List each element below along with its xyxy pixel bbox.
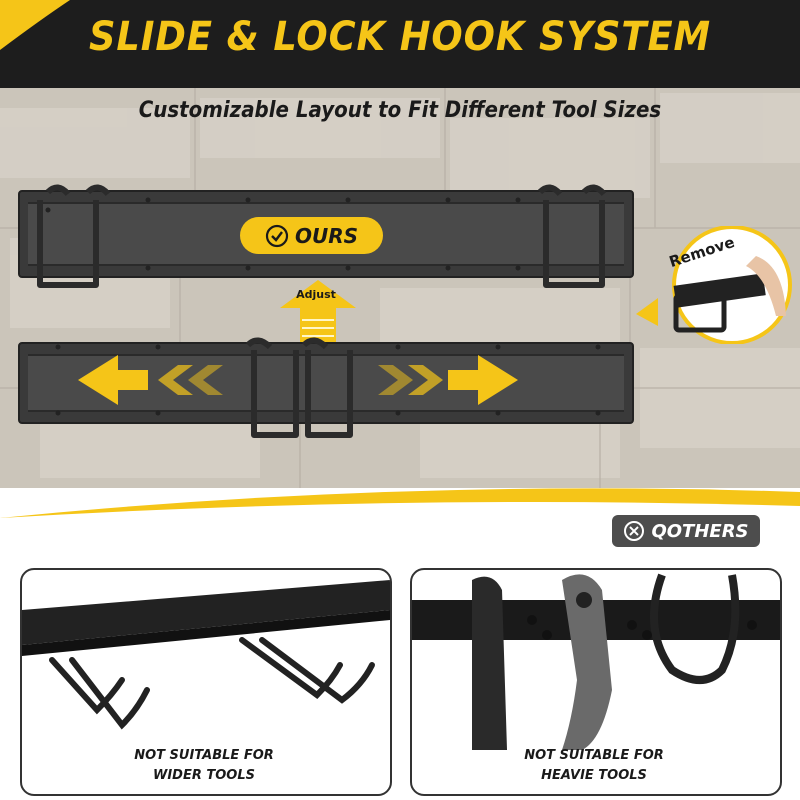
- bottom-rail-arrows: [55, 337, 601, 438]
- top-rail-hooks: [37, 184, 607, 288]
- others-badge: QOTHERS: [612, 515, 760, 547]
- caption-heavie-tools: NOT SUITABLE FOR HEAVIE TOOLS: [410, 746, 778, 786]
- comparison-panel-heavie-tools: [410, 568, 782, 796]
- yellow-swoosh-decoration: [0, 0, 70, 50]
- page-title: SLIDE & LOCK HOOK SYSTEM: [88, 14, 712, 60]
- comparison-panel-wider-tools: [20, 568, 392, 796]
- arrow-right-icon: [448, 355, 518, 405]
- adjust-up-arrow: [280, 280, 356, 342]
- caption-wider-tools: NOT SUITABLE FOR WIDER TOOLS: [20, 746, 388, 786]
- caption-line: HEAVIE TOOLS: [541, 768, 647, 783]
- subtitle: Customizable Layout to Fit Different Too…: [138, 98, 662, 123]
- tools-on-rail-illustration: [412, 573, 780, 750]
- ours-badge: OURS: [240, 217, 383, 254]
- arrow-left-icon: [78, 355, 148, 405]
- top-rail: [18, 190, 634, 278]
- x-circle-icon: [624, 521, 645, 541]
- header-bar: SLIDE & LOCK HOOK SYSTEM: [0, 0, 800, 88]
- caption-line: WIDER TOOLS: [152, 768, 255, 783]
- check-circle-icon: [265, 224, 289, 247]
- caption-line: NOT SUITABLE FOR: [134, 748, 274, 763]
- bar-hooks-illustration: [22, 580, 390, 730]
- others-label: QOTHERS: [651, 520, 749, 542]
- ours-label: OURS: [294, 223, 359, 248]
- remove-detail-callout: [636, 226, 792, 344]
- caption-line: NOT SUITABLE FOR: [524, 748, 664, 763]
- yellow-curve-divider: [0, 488, 800, 518]
- adjust-label: Adjust: [296, 288, 336, 301]
